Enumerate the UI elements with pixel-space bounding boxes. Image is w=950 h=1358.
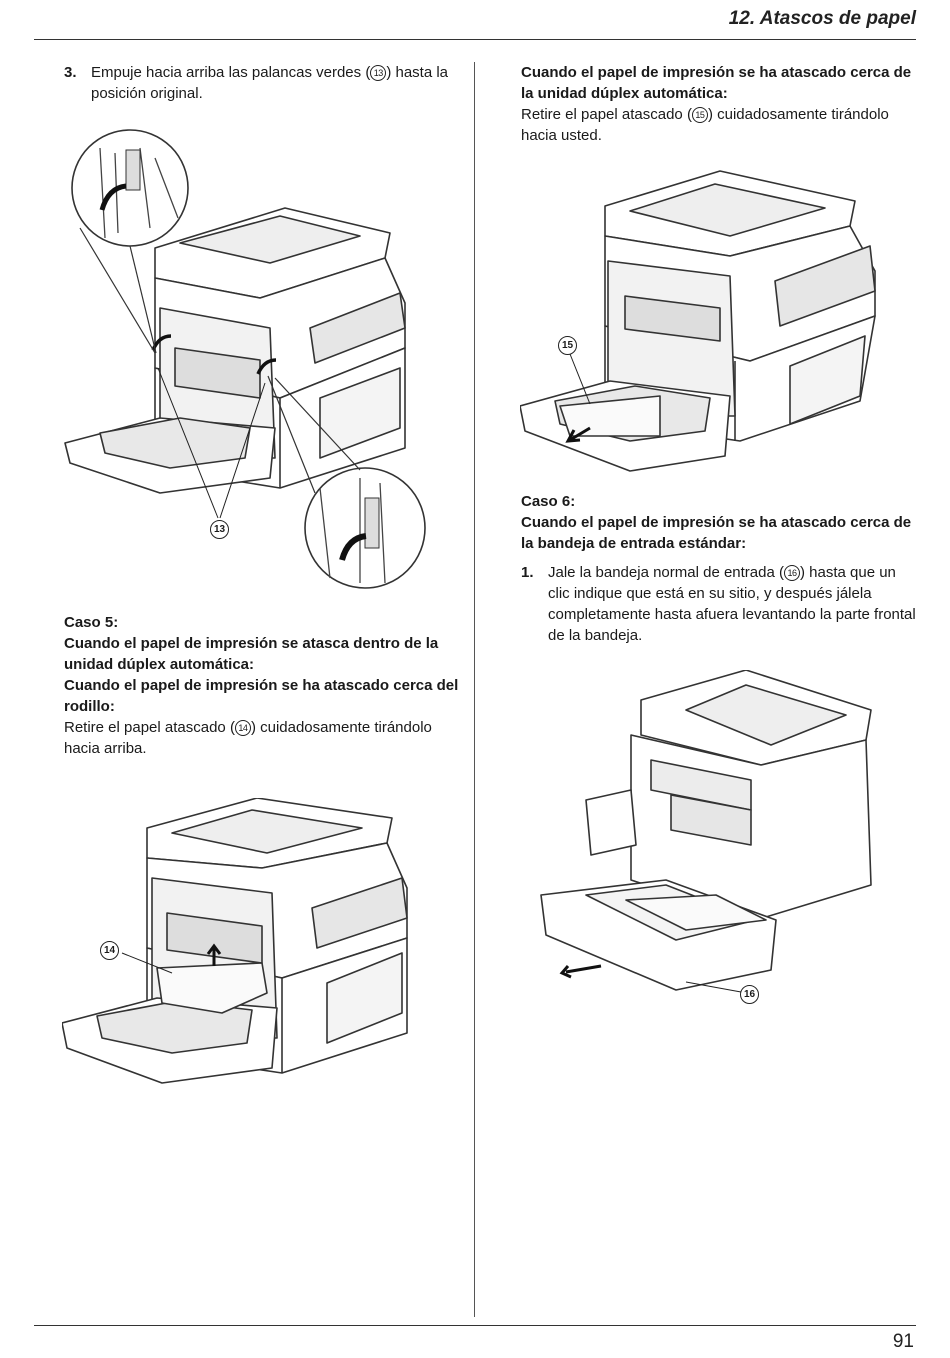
figure-green-levers [64, 129, 426, 589]
figure-pull-tray [540, 670, 872, 993]
page-header-title: 12. Atascos de papel [728, 8, 916, 29]
header-divider [34, 39, 916, 40]
caso-6-subtitle: Cuando el papel de impresión se ha atasc… [521, 514, 912, 552]
callout-15: 15 [558, 336, 577, 355]
column-divider [474, 62, 475, 1317]
caso-5-subtitle-2: Cuando el papel de impresión se ha atasc… [64, 677, 459, 715]
caso-5-title: Caso 5: [64, 614, 119, 631]
step-text: Jale la bandeja normal de entrada (16) h… [548, 564, 916, 644]
step-number: 1. [521, 564, 534, 581]
ref-circle-13: 13 [370, 65, 387, 81]
caso-5-section: Caso 5: Cuando el papel de impresión se … [64, 612, 464, 759]
ref-circle-14: 14 [234, 720, 251, 736]
footer-divider [34, 1325, 916, 1326]
page-number: 91 [892, 1331, 914, 1352]
step-number: 3. [64, 64, 77, 81]
ref-circle-15: 15 [691, 107, 708, 123]
caso-6-section: Caso 6: Cuando el papel de impresión se … [521, 491, 916, 646]
figure-duplex-jam [520, 170, 876, 472]
caso-5-instruction: Retire el papel atascado (14) cuidadosam… [64, 719, 432, 757]
duplex-jam-section: Cuando el papel de impresión se ha atasc… [521, 62, 916, 146]
step-text: Empuje hacia arriba las palancas verdes … [91, 64, 449, 102]
callout-16: 16 [740, 985, 759, 1004]
duplex-jam-subtitle: Cuando el papel de impresión se ha atasc… [521, 64, 912, 102]
caso-6-step-1: 1. Jale la bandeja normal de entrada (16… [521, 562, 916, 646]
duplex-jam-instruction: Retire el papel atascado (15) cuidadosam… [521, 106, 889, 144]
caso-5-subtitle-1: Cuando el papel de impresión se atasca d… [64, 635, 439, 673]
figure-roller-jam [62, 798, 408, 1084]
caso-6-title: Caso 6: [521, 493, 576, 510]
ref-circle-16: 16 [784, 565, 800, 581]
step-3: 3. Empuje hacia arriba las palancas verd… [64, 62, 456, 104]
callout-13: 13 [210, 520, 229, 539]
callout-14: 14 [100, 941, 119, 960]
